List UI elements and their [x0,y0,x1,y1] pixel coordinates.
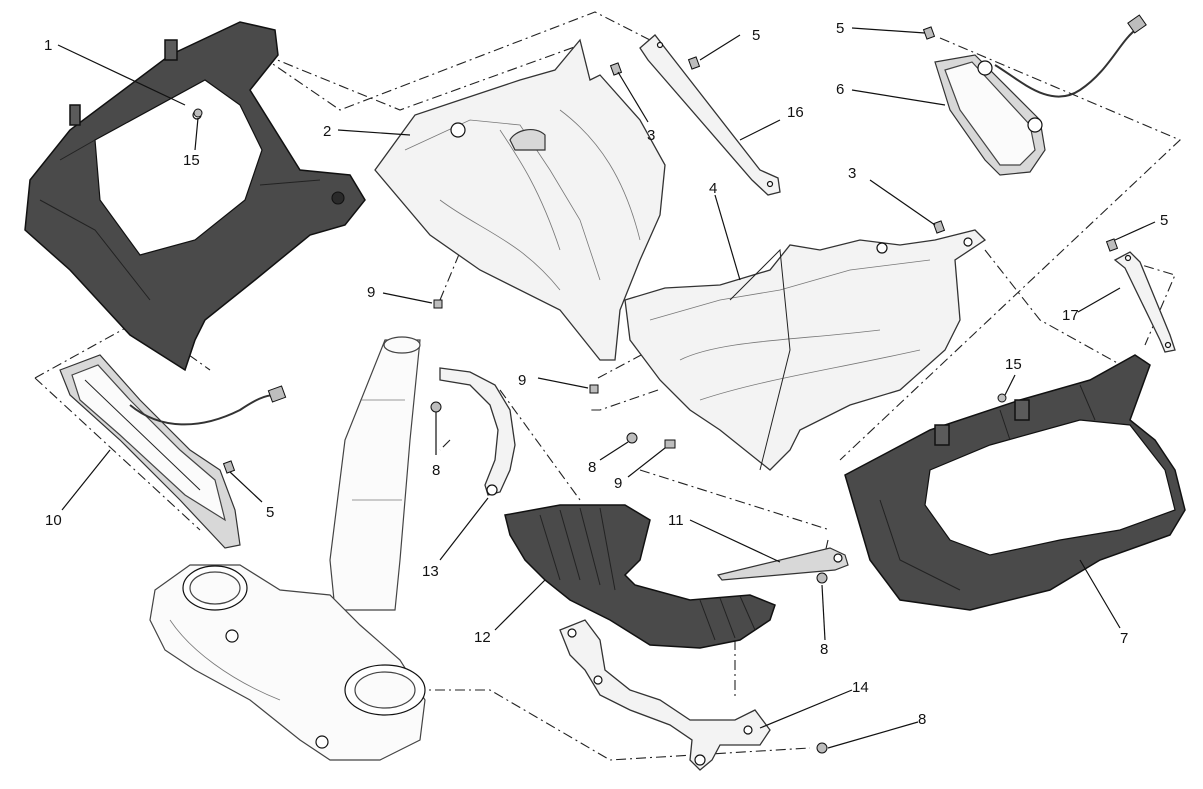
callout-8: 8 [820,641,828,658]
callout-5: 5 [266,504,274,521]
part-11-rod [716,547,849,581]
callout-9: 9 [367,284,375,301]
callout-9: 9 [614,475,622,492]
callout-8: 8 [432,462,440,479]
callout-1: 1 [44,37,52,54]
part-2-duct [374,38,666,361]
callout-8: 8 [588,459,596,476]
callout-5: 5 [752,27,760,44]
washer-15a [193,108,203,118]
part-10-bracket [59,354,287,549]
callout-10: 10 [45,512,62,529]
steering-stem-clamp [149,336,426,761]
callout-7: 7 [1120,630,1128,647]
washer-15b [997,393,1007,403]
part-1-frame [24,21,366,372]
part-6-lens [934,14,1147,176]
callouts: 1 2 3 3 4 5 5 5 5 6 7 8 8 8 8 9 9 9 10 1… [44,20,1168,728]
leader-lines [57,27,1156,749]
callout-11: 11 [668,512,684,529]
part-7-frame [844,354,1186,611]
callout-9: 9 [518,372,526,389]
callout-17: 17 [1062,307,1079,324]
callout-16: 16 [787,104,804,121]
part-17-rod [1113,251,1176,353]
callout-3: 3 [848,165,856,182]
callout-8: 8 [918,711,926,728]
callout-6: 6 [836,81,844,98]
callout-15: 15 [1005,356,1022,373]
callout-14: 14 [852,679,869,696]
callout-12: 12 [474,629,491,646]
part-12-duct [504,504,776,649]
callout-15: 15 [183,152,200,169]
callout-2: 2 [323,123,331,140]
callout-5: 5 [836,20,844,37]
callout-13: 13 [422,563,439,580]
callout-5: 5 [1160,212,1168,229]
part-14-bracket [559,619,771,771]
callout-4: 4 [709,180,717,197]
callout-3: 3 [647,127,655,144]
part-16-bracket [639,34,781,196]
part-4-duct [624,229,987,471]
part-13-bracket [439,367,516,496]
fasteners [193,26,1119,754]
